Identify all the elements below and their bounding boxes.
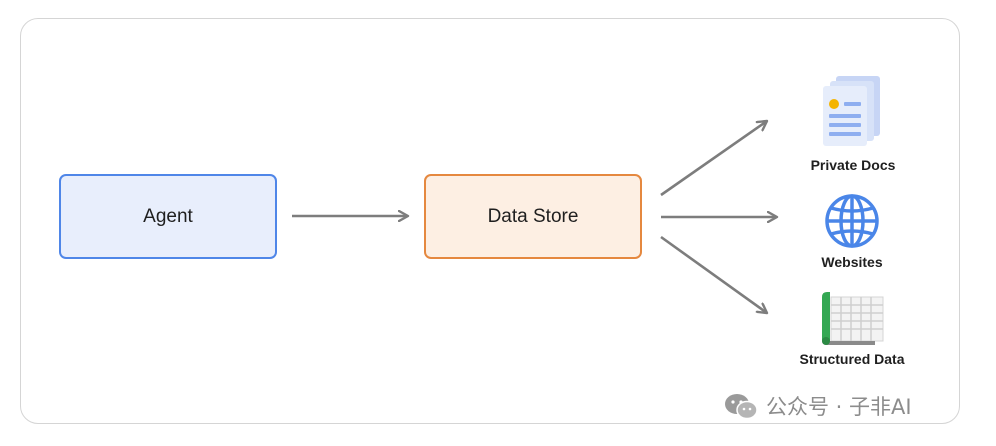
arrow-store-to-structured-data: [660, 235, 767, 313]
watermark: 公众号 · 子非AI: [724, 391, 912, 421]
websites-label: Websites: [821, 254, 883, 270]
structured-data-label: Structured Data: [799, 351, 905, 367]
arrow-store-to-private-docs: [660, 121, 767, 197]
spreadsheet-icon: [822, 292, 884, 345]
agent-label: Agent: [143, 205, 193, 227]
wechat-icon: [725, 394, 758, 420]
globe-icon: [825, 194, 879, 248]
data-store-box: Data Store: [424, 174, 642, 259]
watermark-text: 公众号 · 子非AI: [766, 395, 912, 419]
private-docs-label: Private Docs: [810, 157, 896, 173]
document-stack-icon: [823, 76, 880, 146]
data-store-label: Data Store: [487, 205, 579, 227]
agent-box: Agent: [59, 174, 277, 259]
